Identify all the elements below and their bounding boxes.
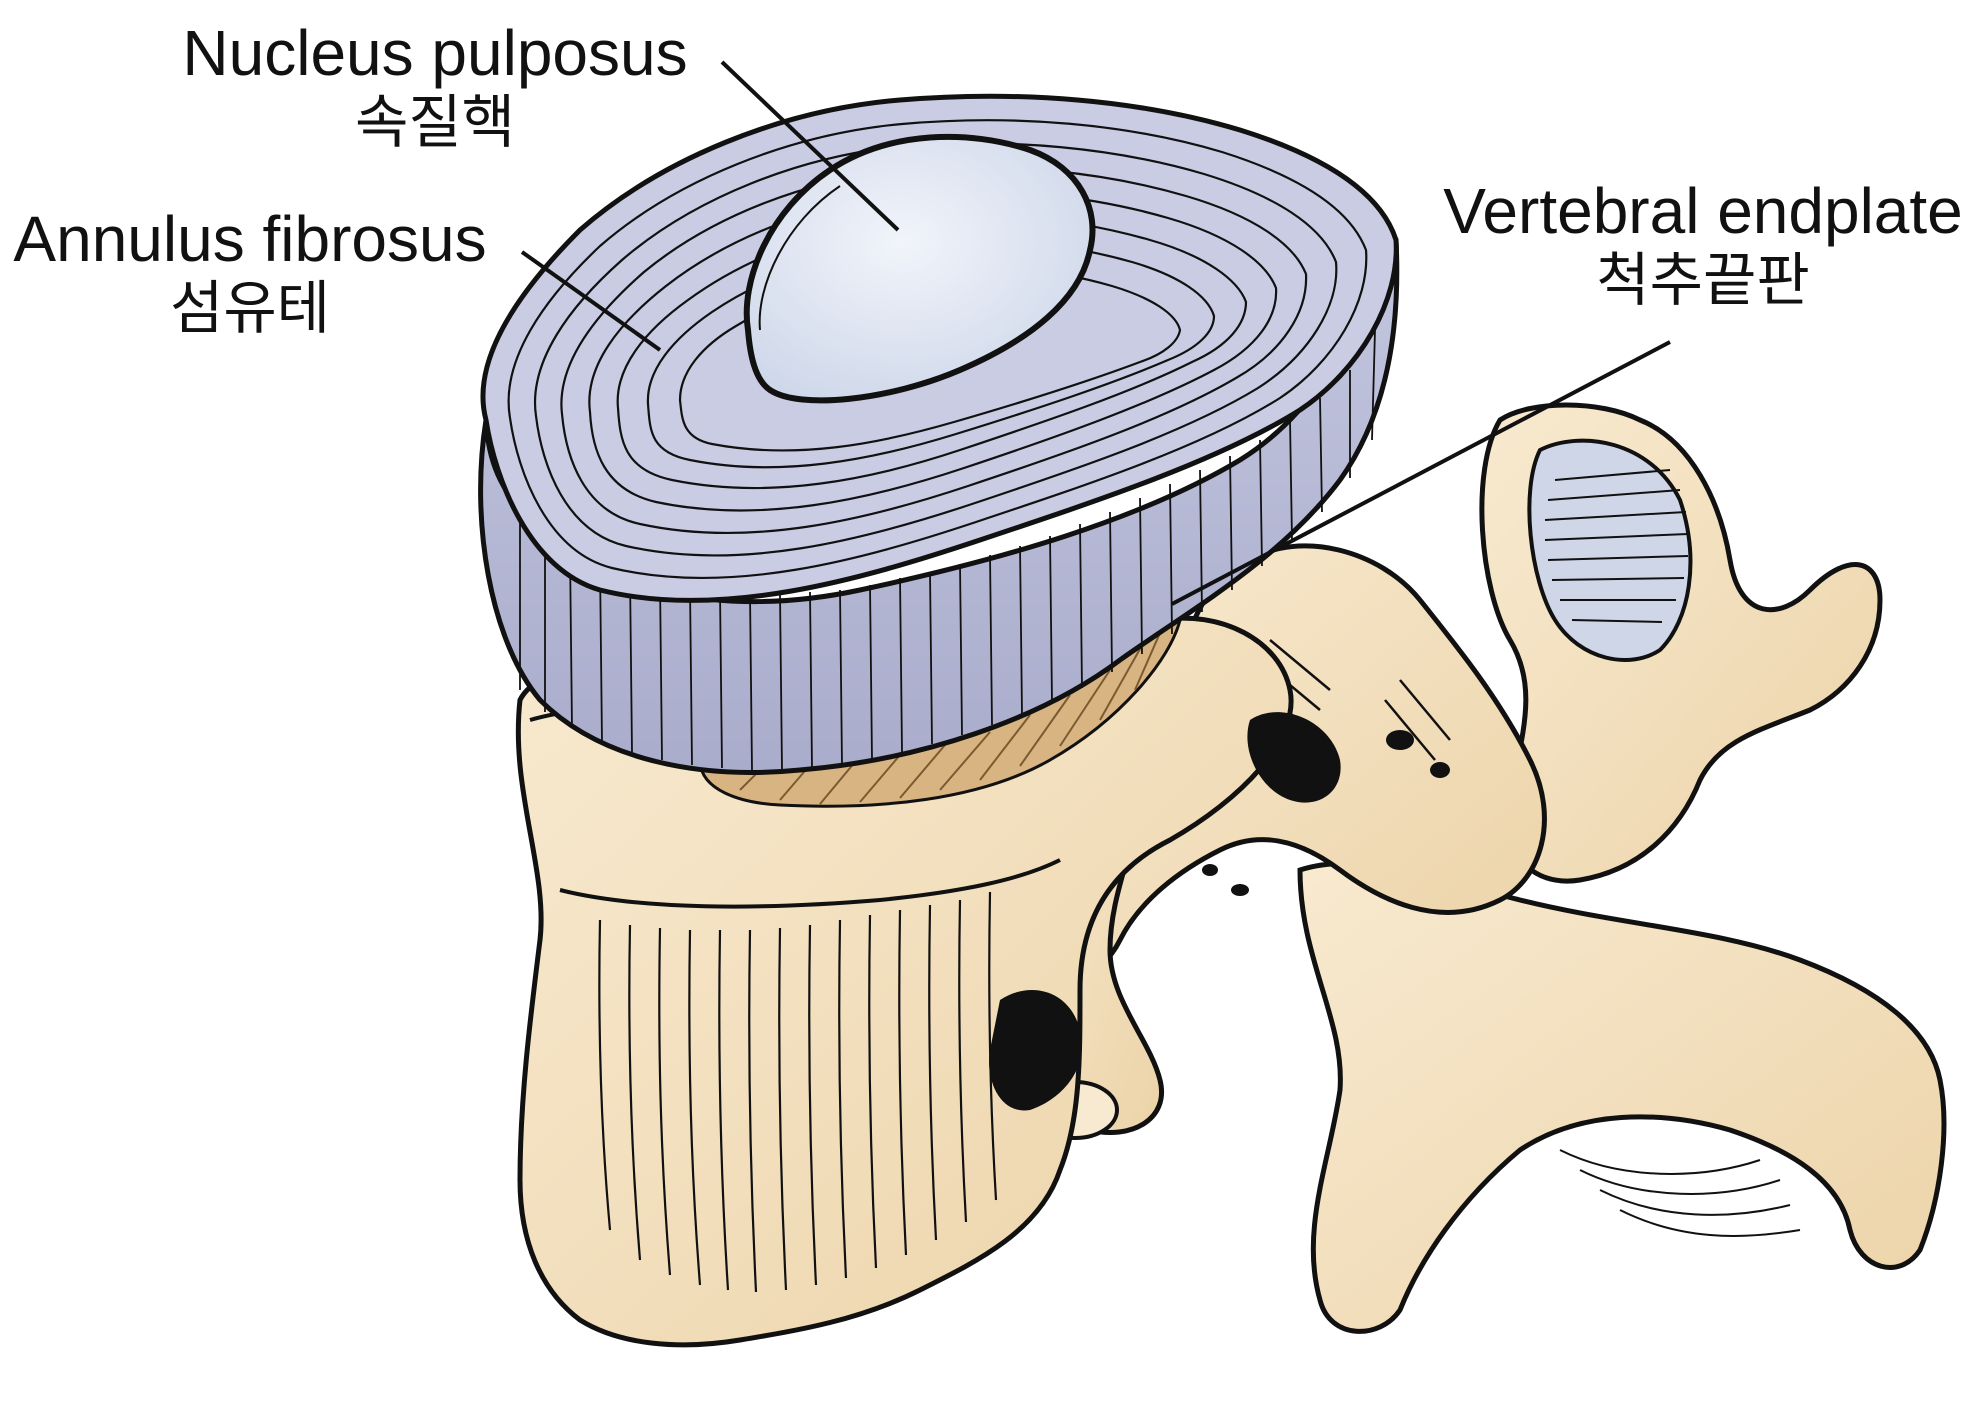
vertebral-endplate-label: Vertebral endplate 척추끝판 xyxy=(1428,175,1978,314)
leader-lines xyxy=(520,60,1671,606)
nucleus-pulposus-label-ko: 속질핵 xyxy=(354,87,516,156)
nucleus-leader-line xyxy=(720,60,900,232)
intervertebral-disc xyxy=(478,225,1400,775)
annulus-fibrosus-label-ko: 섬유테 xyxy=(169,273,331,342)
vertebral-body xyxy=(515,615,1341,1348)
articular-process xyxy=(1479,402,1883,884)
annulus-fibrosus-label-en: Annulus fibrosus xyxy=(13,203,487,275)
vertebral-endplate-label-en: Vertebral endplate xyxy=(1443,175,1963,247)
annulus-fibrosus-label: Annulus fibrosus 섬유테 xyxy=(4,203,496,342)
nucleus-pulposus-label-en: Nucleus pulposus xyxy=(182,17,688,89)
annulus-leader-line xyxy=(520,250,662,352)
nucleus-pulposus-label: Nucleus pulposus 속질핵 xyxy=(170,17,700,156)
nucleus-pulposus xyxy=(743,133,1096,404)
endplate-leader-line xyxy=(1171,340,1671,606)
spinous-process xyxy=(1297,860,1947,1334)
vertebral-endplate-label-ko: 척추끝판 xyxy=(1596,245,1810,314)
